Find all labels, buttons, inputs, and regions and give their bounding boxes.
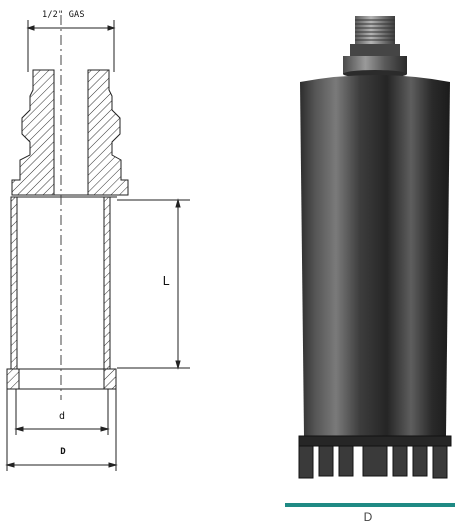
- segment-left: [6, 368, 20, 390]
- adapter-section-left: [11, 69, 55, 196]
- thread-dimension-line: [26, 20, 116, 72]
- caption-label: D: [363, 510, 373, 524]
- barrel-body: [300, 75, 450, 436]
- diamond-segment-icon: [298, 435, 452, 479]
- thread-size-label: 1/2" GAS: [42, 10, 85, 20]
- adapter-section-right: [87, 69, 129, 196]
- inner-diameter-dimension: [14, 389, 110, 435]
- caption-accent-line: [285, 503, 455, 507]
- segment-right: [103, 368, 117, 390]
- threaded-connector-icon: [343, 16, 407, 78]
- length-label: L: [162, 274, 170, 288]
- length-dimension: [117, 198, 190, 370]
- inner-diameter-label: d: [58, 411, 66, 422]
- barrel-wall-left: [10, 196, 18, 370]
- barrel-wall-right: [103, 196, 111, 370]
- outer-diameter-label: D: [60, 447, 66, 457]
- outer-diameter-dimension: [5, 389, 118, 471]
- core-bit-render: [298, 16, 452, 479]
- technical-drawing: [5, 15, 190, 471]
